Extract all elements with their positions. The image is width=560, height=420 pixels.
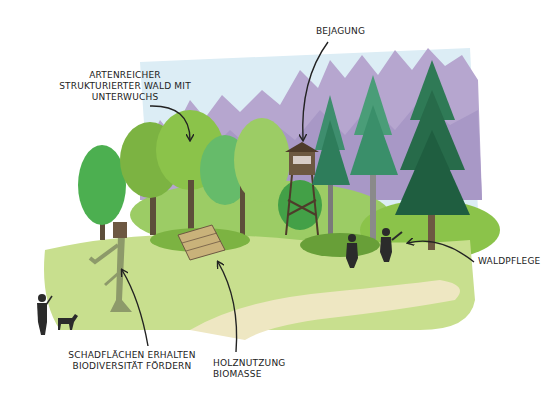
callout-label: HOLZNUTZUNG BIOMASSE — [213, 358, 303, 380]
callout-label: WALDPFLEGE — [478, 256, 553, 267]
callout-label: ARTENREICHER STRUKTURIERTER WALD MIT UNT… — [55, 70, 195, 103]
callout-label: BEJAGUNG — [316, 26, 386, 37]
callout-label: SCHADFLÄCHEN ERHALTEN BIODIVERSITÄT FÖRD… — [52, 350, 212, 372]
